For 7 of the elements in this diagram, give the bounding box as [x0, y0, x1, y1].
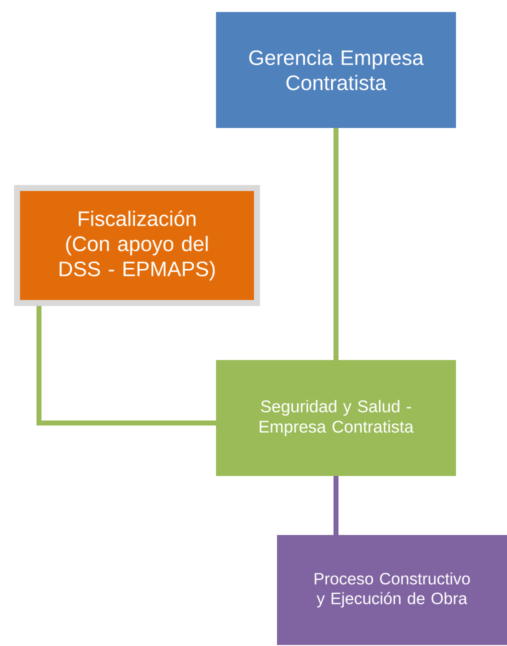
- connector-line: [334, 128, 338, 360]
- org-box: Proceso Constructivo y Ejecución de Obra: [277, 535, 507, 645]
- connector-line: [334, 476, 338, 535]
- org-box: Fiscalización (Con apoyo del DSS - EPMAPS): [14, 185, 260, 306]
- connector-line: [36, 303, 216, 426]
- org-box: Seguridad y Salud - Empresa Contratista: [216, 360, 456, 476]
- org-box: Gerencia Empresa Contratista: [216, 12, 456, 128]
